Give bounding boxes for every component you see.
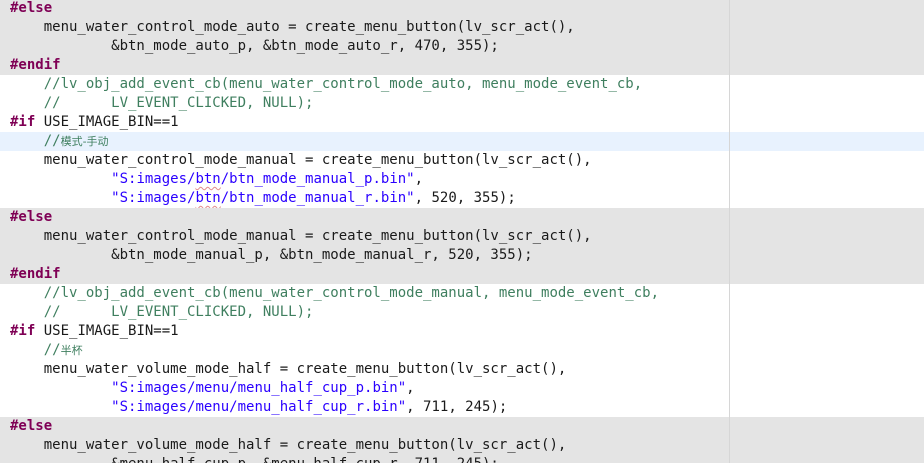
code-line[interactable]: //lv_obj_add_event_cb(menu_water_control…: [0, 284, 924, 303]
code-token: #endif: [10, 57, 61, 73]
code-line[interactable]: menu_water_volume_mode_half = create_men…: [0, 360, 924, 379]
code-token: menu_water_control_mode_auto = create_me…: [10, 19, 575, 35]
code-token: 半杯: [60, 344, 83, 357]
code-line[interactable]: menu_water_volume_mode_half = create_men…: [0, 436, 924, 455]
code-line[interactable]: //lv_obj_add_event_cb(menu_water_control…: [0, 75, 924, 94]
code-line[interactable]: // LV_EVENT_CLICKED, NULL);: [0, 303, 924, 322]
code-token: #if: [10, 114, 36, 130]
code-line-text: menu_water_volume_mode_half = create_men…: [10, 360, 567, 379]
code-line[interactable]: "S:images/btn/btn_mode_manual_r.bin", 52…: [0, 189, 924, 208]
code-token: ,: [414, 171, 424, 187]
code-line[interactable]: // LV_EVENT_CLICKED, NULL);: [0, 94, 924, 113]
code-token: [10, 399, 111, 415]
code-token: &menu_half_cup_p, &menu_half_cup_r, 711,…: [10, 456, 499, 463]
code-token: [10, 171, 111, 187]
code-token: menu_water_control_mode_manual = create_…: [10, 152, 592, 168]
code-line-text: #else: [10, 208, 52, 227]
code-token: #else: [10, 0, 53, 16]
code-line-text: //半杯: [10, 341, 83, 360]
code-line-text: #else: [10, 417, 52, 436]
code-token: // LV_EVENT_CLICKED, NULL);: [10, 304, 314, 320]
code-token: &btn_mode_manual_p, &btn_mode_manual_r, …: [10, 247, 533, 263]
code-token: btn: [195, 171, 221, 187]
code-token: //: [10, 133, 61, 149]
code-line-text: #endif: [10, 56, 61, 75]
code-line-text: "S:images/btn/btn_mode_manual_r.bin", 52…: [10, 189, 516, 208]
code-token: "S:images/menu/menu_half_cup_r.bin": [111, 399, 407, 415]
code-token: , 520, 355);: [414, 190, 516, 206]
code-line[interactable]: menu_water_control_mode_manual = create_…: [0, 151, 924, 170]
code-line-text: menu_water_control_mode_manual = create_…: [10, 151, 592, 170]
code-token: #endif: [10, 266, 61, 282]
code-line[interactable]: "S:images/menu/menu_half_cup_r.bin", 711…: [0, 398, 924, 417]
code-token: "S:images/: [111, 171, 196, 187]
code-token: /btn_mode_manual_p.bin": [220, 171, 415, 187]
code-line[interactable]: &btn_mode_auto_p, &btn_mode_auto_r, 470,…: [0, 37, 924, 56]
code-line[interactable]: menu_water_control_mode_auto = create_me…: [0, 18, 924, 37]
code-line[interactable]: #endif: [0, 56, 924, 75]
code-line[interactable]: #else: [0, 208, 924, 227]
code-line-text: // LV_EVENT_CLICKED, NULL);: [10, 303, 314, 322]
code-line[interactable]: #if USE_IMAGE_BIN==1: [0, 322, 924, 341]
code-line-text: &menu_half_cup_p, &menu_half_cup_r, 711,…: [10, 455, 499, 463]
code-token: //lv_obj_add_event_cb(menu_water_control…: [10, 285, 660, 301]
code-line-text: #endif: [10, 265, 61, 284]
code-line-text: #if USE_IMAGE_BIN==1: [10, 322, 179, 341]
code-token: "S:images/menu/menu_half_cup_p.bin": [111, 380, 407, 396]
code-token: ,: [406, 380, 415, 396]
code-line[interactable]: //半杯: [0, 341, 924, 360]
code-token: #else: [10, 418, 53, 434]
code-line-text: "S:images/menu/menu_half_cup_p.bin",: [10, 379, 415, 398]
code-line-text: menu_water_control_mode_manual = create_…: [10, 227, 592, 246]
code-token: // LV_EVENT_CLICKED, NULL);: [10, 95, 314, 111]
code-line-text: &btn_mode_manual_p, &btn_mode_manual_r, …: [10, 246, 533, 265]
code-line-text: menu_water_control_mode_auto = create_me…: [10, 18, 575, 37]
code-token: "S:images/: [111, 190, 196, 206]
code-token: USE_IMAGE_BIN==1: [35, 323, 179, 339]
code-line[interactable]: menu_water_control_mode_manual = create_…: [0, 227, 924, 246]
code-token: , 711, 245);: [406, 399, 508, 415]
code-token: btn: [195, 190, 221, 206]
code-line[interactable]: #if USE_IMAGE_BIN==1: [0, 113, 924, 132]
code-line-text: "S:images/btn/btn_mode_manual_p.bin",: [10, 170, 423, 189]
code-line-text: // LV_EVENT_CLICKED, NULL);: [10, 94, 314, 113]
code-line-text: //模式-手动: [10, 132, 109, 151]
code-token: [10, 190, 111, 206]
code-line-text: &btn_mode_auto_p, &btn_mode_auto_r, 470,…: [10, 37, 499, 56]
code-line[interactable]: &menu_half_cup_p, &menu_half_cup_r, 711,…: [0, 455, 924, 463]
code-line-text: "S:images/menu/menu_half_cup_r.bin", 711…: [10, 398, 507, 417]
code-token: //: [10, 342, 61, 358]
code-line-text: #if USE_IMAGE_BIN==1: [10, 113, 179, 132]
code-line[interactable]: //模式-手动: [0, 132, 924, 151]
code-token: /btn_mode_manual_r.bin": [220, 190, 415, 206]
code-line-text: #else: [10, 0, 52, 18]
code-line[interactable]: &btn_mode_manual_p, &btn_mode_manual_r, …: [0, 246, 924, 265]
code-token: //lv_obj_add_event_cb(menu_water_control…: [10, 76, 643, 92]
code-line[interactable]: #else: [0, 0, 924, 18]
code-token: menu_water_volume_mode_half = create_men…: [10, 361, 567, 377]
code-line-text: //lv_obj_add_event_cb(menu_water_control…: [10, 284, 659, 303]
code-token: [10, 380, 111, 396]
code-line[interactable]: "S:images/menu/menu_half_cup_p.bin",: [0, 379, 924, 398]
code-line[interactable]: "S:images/btn/btn_mode_manual_p.bin",: [0, 170, 924, 189]
code-line[interactable]: #endif: [0, 265, 924, 284]
code-line[interactable]: #else: [0, 417, 924, 436]
code-line-text: menu_water_volume_mode_half = create_men…: [10, 436, 567, 455]
code-token: 模式-手动: [60, 135, 109, 148]
code-token: menu_water_control_mode_manual = create_…: [10, 228, 592, 244]
code-token: #else: [10, 209, 53, 225]
code-token: &btn_mode_auto_p, &btn_mode_auto_r, 470,…: [10, 38, 499, 54]
print-margin-line: [729, 0, 730, 463]
code-line-text: //lv_obj_add_event_cb(menu_water_control…: [10, 75, 642, 94]
code-token: #if: [10, 323, 36, 339]
code-token: USE_IMAGE_BIN==1: [35, 114, 179, 130]
code-token: menu_water_volume_mode_half = create_men…: [10, 437, 567, 453]
